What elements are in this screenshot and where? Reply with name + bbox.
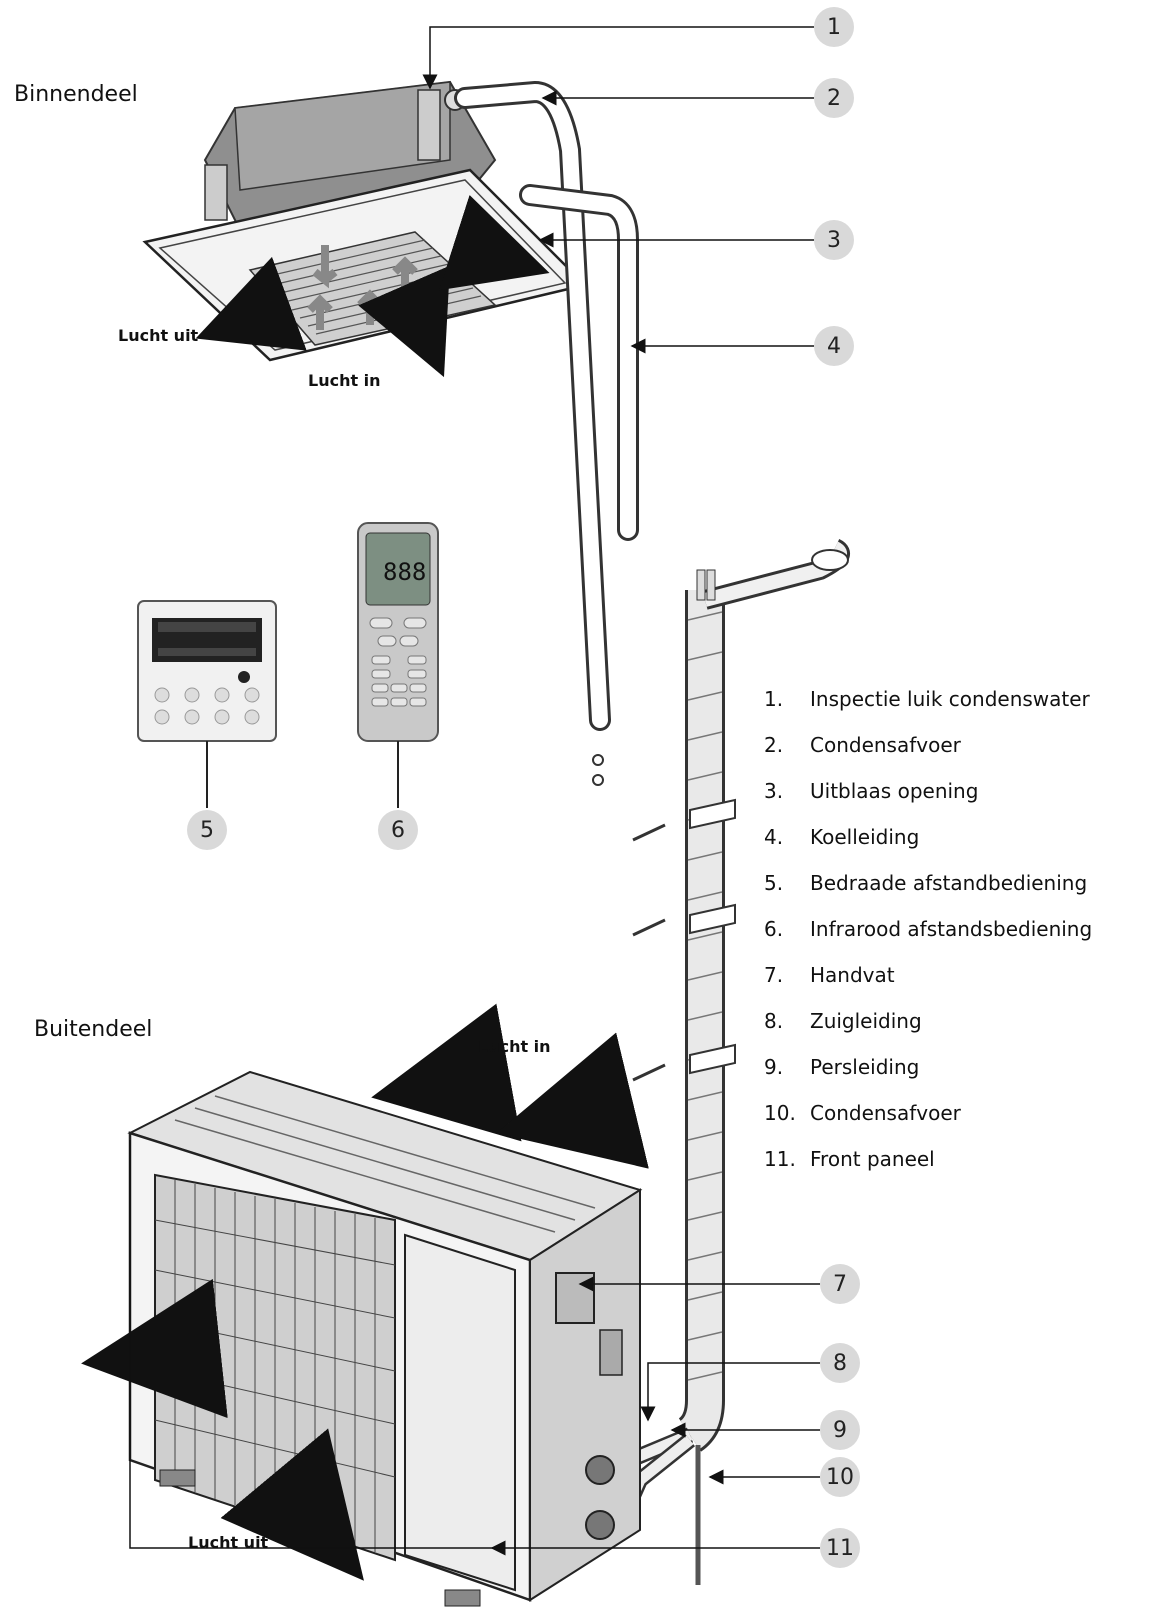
legend-text: Handvat [810,963,895,987]
indoor-cassette-unit [142,80,639,786]
legend-text: Bedraade afstandbediening [810,871,1088,895]
callout-8: 8 [820,1343,860,1383]
outdoor-air-in-label: Lucht in [478,1037,551,1056]
legend-text: Zuigleiding [810,1009,922,1033]
callout-3: 3 [814,220,854,260]
legend-item: 5. Bedraade afstandbediening [764,871,1087,901]
legend-item: 10. Condensafvoer [764,1101,961,1131]
legend-item: 7. Handvat [764,963,895,993]
legend-item: 2. Condensafvoer [764,733,961,763]
legend-number: 3. [764,779,784,803]
callout-7: 7 [820,1264,860,1304]
remote-display-digits: 888 [383,558,426,586]
callout-5: 5 [187,810,227,850]
legend-item: 8. Zuigleiding [764,1009,922,1039]
legend-number: 1. [764,687,784,711]
outdoor-unit [81,1003,649,1607]
callout-11: 11 [820,1528,860,1568]
leader-lines [129,26,820,1556]
callout-10: 10 [820,1457,860,1497]
outdoor-section-title: Buitendeel [34,1017,153,1042]
legend-number: 7. [764,963,784,987]
wired-remote-control [137,600,277,808]
indoor-air-out-label: Lucht uit [118,326,199,345]
legend-text: Koelleiding [810,825,920,849]
outdoor-air-out-label: Lucht uit [188,1533,269,1552]
legend-item: 3. Uitblaas opening [764,779,978,809]
indoor-air-in-label: Lucht in [308,371,381,390]
callout-4: 4 [814,326,854,366]
legend-number: 4. [764,825,784,849]
legend-number: 10. [764,1101,796,1125]
legend-text: Front paneel [810,1147,935,1171]
legend-text: Inspectie luik condenswater [810,687,1090,711]
callout-2: 2 [814,78,854,118]
legend-number: 5. [764,871,784,895]
callout-6: 6 [378,810,418,850]
legend-item: 9. Persleiding [764,1055,919,1085]
legend-number: 8. [764,1009,784,1033]
legend-text: Condensafvoer [810,1101,961,1125]
callout-1: 1 [814,7,854,47]
infrared-remote-control: 888 [357,522,439,808]
legend-number: 9. [764,1055,784,1079]
legend-number: 11. [764,1147,796,1171]
legend-text: Infrarood afstandsbediening [810,917,1093,941]
legend-item: 11. Front paneel [764,1147,935,1177]
legend-text: Persleiding [810,1055,920,1079]
callout-9: 9 [820,1410,860,1450]
legend-item: 4. Koelleiding [764,825,919,855]
legend-text: Uitblaas opening [810,779,979,803]
indoor-section-title: Binnendeel [14,82,138,107]
legend-number: 2. [764,733,784,757]
legend-number: 6. [764,917,784,941]
legend-item: 1. Inspectie luik condenswater [764,687,1090,717]
legend-item: 6. Infrarood afstandsbediening [764,917,1092,947]
legend-text: Condensafvoer [810,733,961,757]
